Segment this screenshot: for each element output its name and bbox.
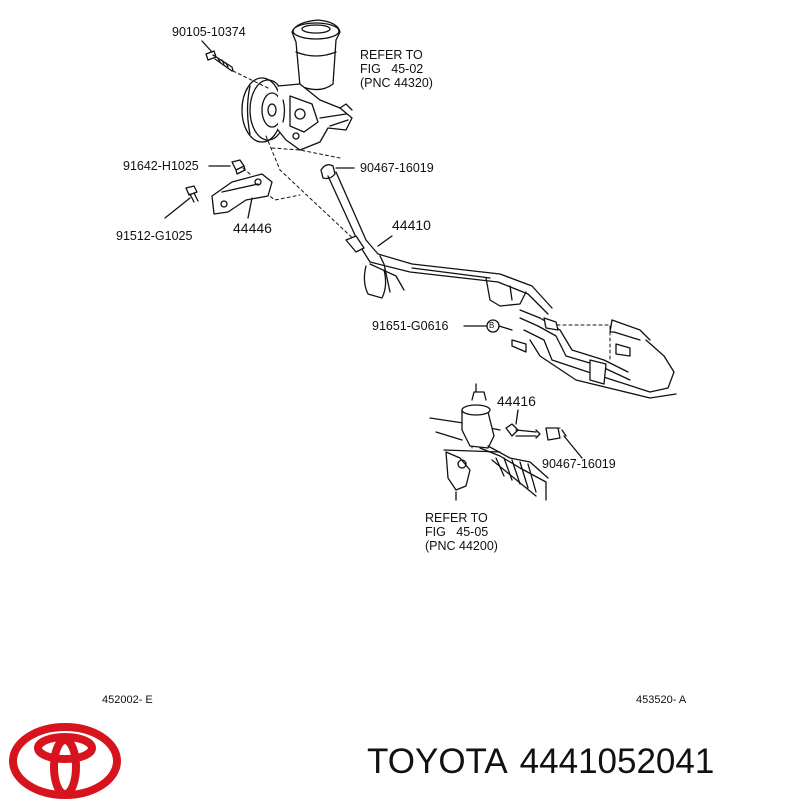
refer-note-top: REFER TO FIG 45-02 (PNC 44320)	[360, 48, 433, 90]
refer-top-line3: (PNC 44320)	[360, 76, 433, 90]
bolt-90105-icon	[205, 50, 234, 72]
diagram-code-right: 453520- A	[636, 694, 687, 706]
power-steering-pump-icon	[241, 19, 353, 151]
pressure-hose-44410-icon	[327, 171, 677, 399]
union-bolt-44416-icon	[505, 423, 541, 439]
label-hose-assy: 44410	[392, 217, 431, 233]
label-nut: 91642-H1025	[123, 159, 199, 173]
label-bolt-c: 91651-G0616	[372, 319, 449, 333]
label-union: 44416	[497, 393, 536, 409]
toyota-logo-icon	[9, 723, 121, 799]
bracket-44446-icon	[211, 173, 273, 215]
label-bolt-top: 90105-10374	[172, 25, 246, 39]
steering-gear-icon	[429, 383, 549, 501]
label-bracket: 44446	[233, 220, 272, 236]
bolt-91512-icon	[185, 185, 199, 203]
part-number: 4441052041	[519, 742, 715, 781]
label-clip-upper: 90467-16019	[360, 161, 434, 175]
clip-lower-icon	[545, 427, 567, 441]
brand-line: TOYOTA 4441052041	[367, 740, 726, 784]
refer-bottom-line3: (PNC 44200)	[425, 539, 498, 553]
refer-note-bottom: REFER TO FIG 45-05 (PNC 44200)	[425, 511, 498, 553]
refer-top-line1: REFER TO	[360, 48, 423, 62]
refer-bottom-line2: FIG 45-05	[425, 525, 489, 539]
label-circle-b: B	[489, 321, 495, 330]
clip-upper-icon	[320, 164, 336, 180]
diagram-code-left: 452002- E	[102, 694, 153, 706]
refer-bottom-line1: REFER TO	[425, 511, 488, 525]
label-bolt-b: 91512-G1025	[116, 229, 193, 243]
label-clip-lower: 90467-16019	[542, 457, 616, 471]
refer-top-line2: FIG 45-02	[360, 62, 424, 76]
nut-91642-icon	[231, 159, 246, 175]
brand-name: TOYOTA	[367, 742, 508, 781]
